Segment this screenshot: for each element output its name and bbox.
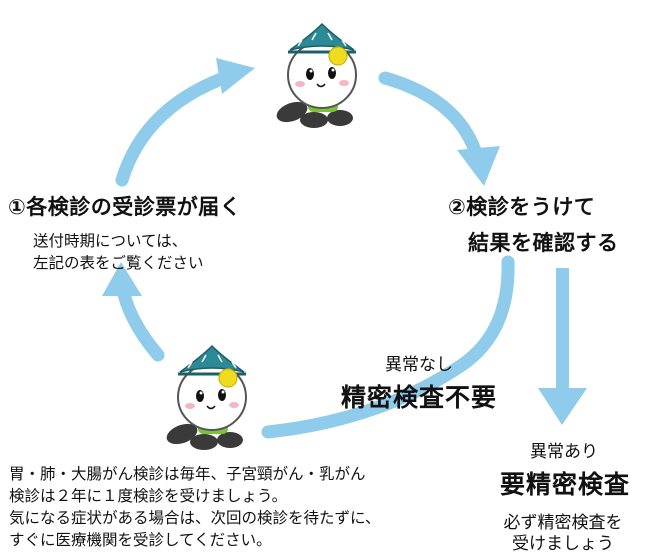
no-abnormal-result: 精密検査不要	[341, 383, 498, 412]
step1-title: ①各検診の受診票が届く	[8, 195, 242, 219]
abnormal-arrow-shaft	[556, 268, 569, 393]
cycle-arrowhead-step2	[457, 146, 500, 186]
cycle-arrowhead-top	[216, 58, 255, 94]
cycle-arrow-to-step2	[378, 71, 485, 167]
footer-line3: 気になる症状がある場合は、次回の検診を待たずに、	[9, 509, 381, 527]
abnormal-result: 要精密検査	[499, 470, 630, 499]
footer-line1: 胃・肺・大腸がん検診は毎年、子宮頸がん・乳がん	[9, 465, 366, 483]
footer-note: 胃・肺・大腸がん検診は毎年、子宮頸がん・乳がん 検診は２年に１度検診を受けましょ…	[9, 463, 481, 551]
abnormal-arrowhead	[538, 388, 587, 425]
abnormal-note-line2: 受けましょう	[512, 534, 614, 554]
cycle-arrow-to-top	[115, 68, 239, 187]
cycle-arrow-to-bottom	[261, 255, 515, 439]
step2-title-line1: ②検診をうけて	[448, 195, 596, 219]
no-abnormal-label: 異常なし	[385, 355, 453, 375]
mascot-bottom-icon	[162, 344, 248, 452]
abnormal-label: 異常あり	[530, 442, 598, 462]
footer-line2: 検診は２年に１度検診を受けましょう。	[9, 487, 288, 505]
footer-line4: すぐに医療機関を受診してください。	[9, 531, 272, 549]
cycle-arrowhead-step1	[102, 262, 142, 296]
step1-note-line2: 左記の表をご覧ください	[33, 254, 204, 272]
mascot-top-icon	[272, 22, 358, 130]
step1-note-line1: 送付時期については、	[33, 232, 188, 250]
abnormal-note-line1: 必ず精密検査を	[503, 513, 623, 533]
step2-title-line2: 結果を確認する	[468, 231, 619, 255]
